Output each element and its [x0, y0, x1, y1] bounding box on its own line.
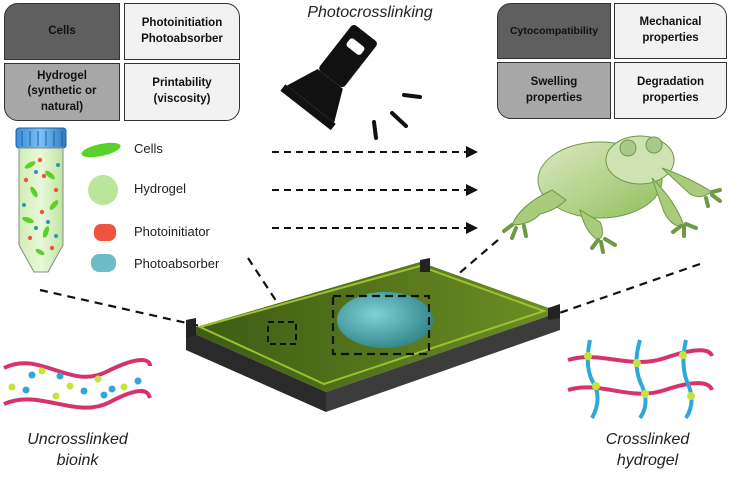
falcon-tube-icon — [15, 127, 67, 273]
uncrosslinked-strands-icon — [3, 358, 152, 410]
zoom-box-hydrogel — [331, 294, 431, 356]
mechanical-line-1: Mechanical — [639, 16, 702, 29]
hydrogel-line-3: natural) — [40, 100, 84, 113]
matrix-cell-hydrogel: Hydrogel (synthetic or natural) — [4, 63, 120, 121]
zoom-box-bioink — [267, 321, 297, 345]
legend-photoabsorber-label: Photoabsorber — [134, 256, 220, 271]
process-arrows — [272, 151, 468, 229]
photoinitiator-legend-icon — [94, 224, 116, 241]
crosslinked-network-icon — [567, 339, 714, 420]
matrix-cell-cytocompatibility: Cytocompatibility — [497, 3, 611, 59]
legend-hydrogel-label: Hydrogel — [134, 181, 187, 196]
printed-construct-icon — [337, 292, 433, 348]
photoabsorber-legend-icon — [91, 254, 116, 272]
printability-line-1: Printability — [152, 77, 212, 90]
degradation-line-1: Degradation — [636, 75, 705, 88]
matrix-cell-swelling: Swelling properties — [497, 62, 611, 119]
degradation-line-2: properties — [642, 91, 699, 104]
arrow-head-2 — [466, 184, 478, 196]
matrix-cell-photo: Photoinitiation Photoabsorber — [124, 3, 240, 60]
matrix-cell-degradation: Degradation properties — [614, 62, 727, 119]
cell-legend-icon — [81, 142, 121, 158]
matrix-cell-mechanical: Mechanical properties — [614, 3, 727, 59]
arrow-head-3 — [466, 222, 478, 234]
arrow-head-1 — [466, 146, 478, 158]
uncrosslinked-line-1: Uncrosslinked — [27, 431, 128, 448]
crosslinked-caption: Crosslinked hydrogel — [580, 430, 715, 472]
hydrogel-legend-icon — [88, 175, 118, 205]
hydrogel-line-1: Hydrogel — [37, 69, 87, 82]
uncrosslinked-caption: Uncrosslinked bioink — [10, 430, 145, 472]
photocrosslinking-title: Photocrosslinking — [307, 4, 433, 21]
swelling-line-2: properties — [525, 91, 583, 104]
crosslinked-line-1: Crosslinked — [605, 431, 690, 448]
frog-hydrogel-icon — [502, 135, 722, 254]
legend-cells-label: Cells — [134, 141, 163, 156]
uncrosslinked-line-2: bioink — [56, 451, 99, 469]
cells-text: Cells — [48, 24, 76, 37]
mechanical-line-2: properties — [642, 32, 699, 44]
photoabsorber-text: Photoabsorber — [141, 32, 223, 45]
legend-photoinitiator-label: Photoinitiator — [134, 224, 210, 239]
matrix-cell-printability: Printability (viscosity) — [124, 63, 240, 121]
flashlight-icon — [280, 24, 422, 140]
swelling-line-1: Swelling — [530, 75, 578, 88]
crosslinked-line-2: hydrogel — [616, 451, 679, 469]
photoinitiation-text: Photoinitiation — [141, 16, 223, 29]
matrix-cell-cells: Cells — [4, 3, 120, 60]
hydrogel-line-2: (synthetic or — [27, 85, 97, 98]
cytocompat-text: Cytocompatibility — [509, 24, 599, 37]
printability-line-2: (viscosity) — [153, 93, 211, 105]
